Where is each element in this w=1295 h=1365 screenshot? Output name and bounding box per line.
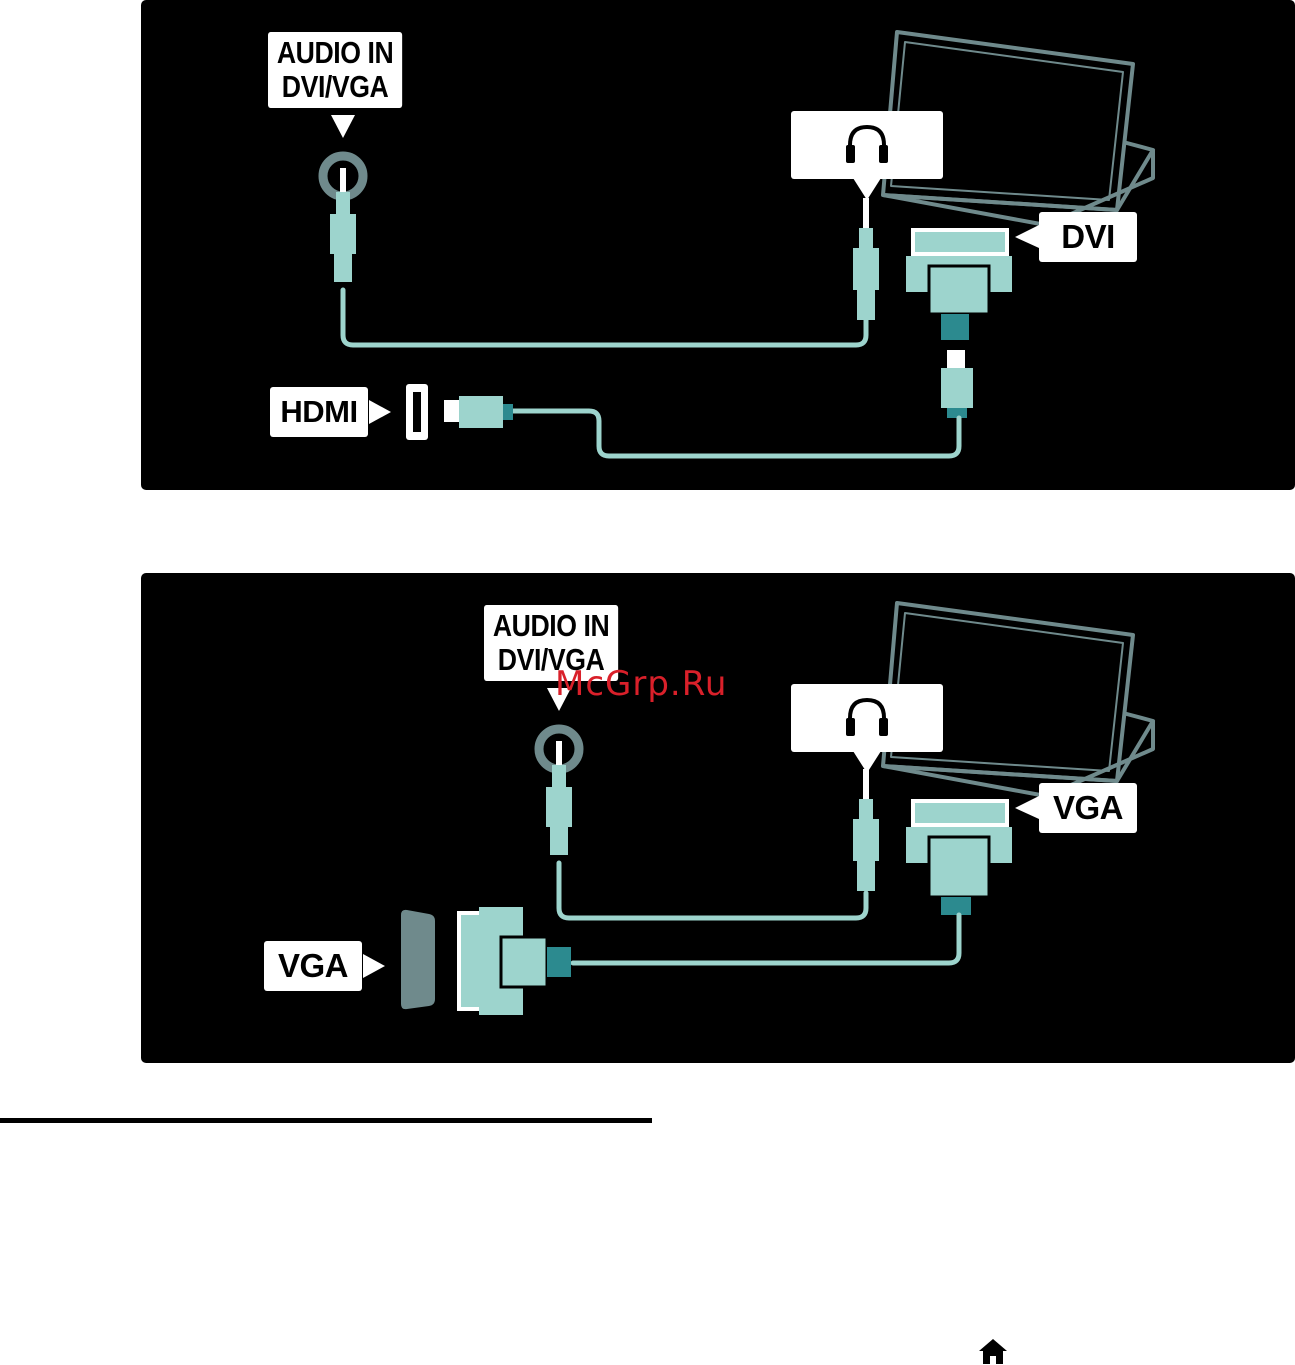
headphone-label-pointer [853,178,881,200]
tv-vga-label-pointer [363,954,385,978]
headphone-plug [853,769,879,891]
vga-plug-pc [906,799,1012,915]
dvi-label: DVI [1039,212,1137,262]
audio-in-label-line1: AUDIO IN [275,36,395,70]
cables [559,863,959,963]
audio-in-socket [323,156,363,282]
headphone-label-pointer [853,751,881,773]
watermark: McGrp.Ru [555,664,727,704]
hdmi-socket [406,384,513,440]
diagram-dvi-connection: AUDIO IN DVI/VGA DVI HDMI [141,0,1295,490]
audio-in-socket [539,729,579,855]
vga-label-pointer [1015,796,1039,819]
dvi-plug [906,228,1012,418]
vga-socket-tv [401,907,571,1015]
headphones-icon [791,111,943,179]
audio-label-pointer [331,115,355,138]
audio-in-label-line2: DVI/VGA [275,70,395,104]
dvi-label-pointer [1015,225,1039,248]
headphone-plug [853,198,879,320]
headphone-label [791,111,943,179]
home-icon [976,1337,1010,1365]
diagram-vga-connection: AUDIO IN DVI/VGA VGA VGA [141,573,1295,1063]
headphone-label [791,684,943,752]
audio-in-label-line1: AUDIO IN [491,609,611,643]
tv-vga-label: VGA [264,941,362,991]
section-divider [0,1118,652,1123]
headphones-icon [791,684,943,752]
pc-vga-label: VGA [1039,783,1137,833]
hdmi-label-pointer [369,400,391,424]
hdmi-label: HDMI [270,387,368,437]
audio-in-label: AUDIO IN DVI/VGA [268,32,402,108]
